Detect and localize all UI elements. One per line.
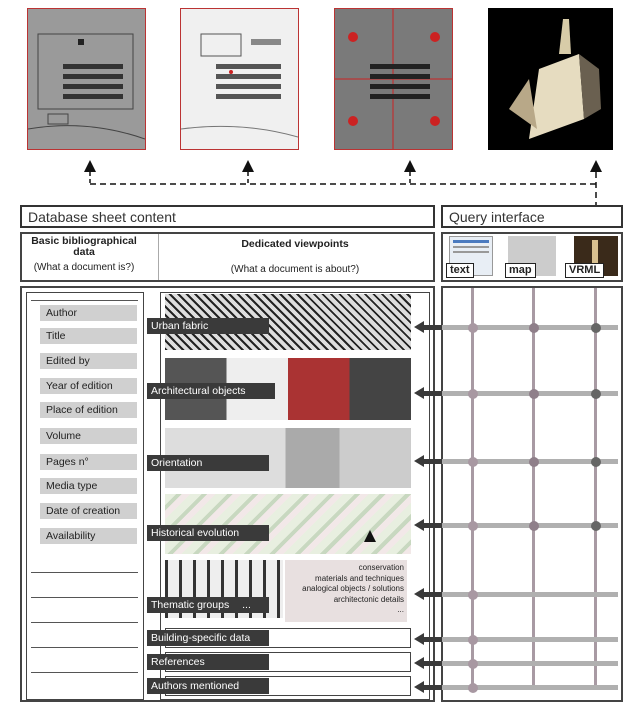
- left-arrow-icon: [414, 588, 424, 600]
- dashed-connector: [89, 172, 597, 210]
- connector-authors-mentioned: [441, 685, 618, 690]
- text-link-dot[interactable]: [468, 659, 478, 669]
- thematic-note: analogical objects / solutions: [302, 584, 404, 593]
- thematic-note: ...: [397, 605, 404, 614]
- field-availability: Availability: [40, 528, 137, 544]
- thematic-ellipsis: ...: [242, 599, 251, 611]
- left-arrow-icon: [414, 519, 424, 531]
- column-divider: [158, 234, 159, 280]
- viewpoints-subtitle: (What a document is about?): [230, 264, 360, 275]
- arrow-stem: [424, 685, 442, 690]
- map-link-dot[interactable]: [529, 389, 539, 399]
- map-query-line: [532, 288, 535, 690]
- thematic-note: materials and techniques: [315, 573, 404, 583]
- historical-evolution-image: [165, 494, 411, 554]
- viewpoint-references[interactable]: References: [147, 654, 269, 670]
- left-arrow-icon: [414, 455, 424, 467]
- left-arrow-icon: [414, 657, 424, 669]
- text-query-line: [471, 288, 474, 690]
- viewpoint-historical-evolution[interactable]: Historical evolution: [147, 525, 269, 541]
- vrml-link-dot[interactable]: [591, 389, 601, 399]
- left-arrow-icon: [414, 681, 424, 693]
- text-link-dot[interactable]: [468, 683, 478, 693]
- thematic-notes: conservation materials and techniques an…: [285, 560, 407, 622]
- field-separator: [31, 672, 138, 673]
- viewpoint-thematic-groups-label: Thematic groups: [151, 599, 230, 611]
- basic-data-subtitle: (What a document is?): [33, 262, 135, 273]
- viewpoint-orientation[interactable]: Orientation: [147, 455, 269, 471]
- up-arrow-icon: [242, 160, 254, 172]
- basic-data-title: Basic bibliographical data: [31, 235, 137, 258]
- connector-thematic-groups: [441, 592, 618, 597]
- thumbnail-plan-grey: [27, 8, 146, 150]
- arrow-stem: [424, 637, 442, 642]
- viewpoint-building-specific[interactable]: Building-specific data: [147, 630, 269, 646]
- vrml-query-line: [594, 288, 597, 690]
- text-link-dot[interactable]: [468, 521, 478, 531]
- viewpoint-architectural-objects[interactable]: Architectural objects: [147, 383, 275, 399]
- query-interface-header: Query interface: [441, 205, 623, 228]
- text-link-dot[interactable]: [468, 590, 478, 600]
- field-separator: [31, 597, 138, 598]
- vrml-link-dot[interactable]: [591, 521, 601, 531]
- field-edited-by: Edited by: [40, 353, 137, 369]
- field-media-type: Media type: [40, 478, 137, 494]
- field-author: Author: [40, 305, 137, 321]
- thematic-note: conservation: [358, 563, 404, 572]
- text-link-dot[interactable]: [468, 635, 478, 645]
- left-arrow-icon: [414, 633, 424, 645]
- viewpoint-thematic-groups[interactable]: Thematic groups ...: [147, 597, 269, 613]
- vrml-link-dot[interactable]: [591, 323, 601, 333]
- field-separator: [31, 622, 138, 623]
- connector-building-specific: [441, 637, 618, 642]
- arrow-stem: [424, 391, 442, 396]
- viewpoints-title: Dedicated viewpoints: [241, 238, 349, 250]
- up-arrow-icon: [84, 160, 96, 172]
- field-date-of-creation: Date of creation: [40, 503, 137, 519]
- basic-data-header: Basic bibliographical data (What a docum…: [24, 236, 144, 278]
- text-link-dot[interactable]: [468, 457, 478, 467]
- field-separator: [31, 572, 138, 573]
- map-link-dot[interactable]: [529, 521, 539, 531]
- thumbnail-plan-light: [180, 8, 299, 150]
- field-year-of-edition: Year of edition: [40, 378, 137, 394]
- field-place-of-edition: Place of edition: [40, 402, 137, 418]
- left-arrow-icon: [414, 321, 424, 333]
- left-arrow-icon: [414, 387, 424, 399]
- marker-icon: [364, 530, 376, 542]
- field-title: Title: [40, 328, 137, 344]
- thumbnail-plan-marked: [334, 8, 453, 150]
- field-separator: [31, 647, 138, 648]
- text-query-button[interactable]: text: [446, 263, 474, 278]
- map-link-dot[interactable]: [529, 457, 539, 467]
- field-pages: Pages n°: [40, 454, 137, 470]
- viewpoint-urban-fabric[interactable]: Urban fabric: [147, 318, 269, 334]
- map-query-button[interactable]: map: [505, 263, 536, 278]
- up-arrow-icon: [404, 160, 416, 172]
- thematic-note: architectonic details: [333, 594, 404, 604]
- thumbnail-3d-model: [488, 8, 613, 150]
- vrml-link-dot[interactable]: [591, 457, 601, 467]
- connector-references: [441, 661, 618, 666]
- vrml-query-button[interactable]: VRML: [565, 263, 605, 278]
- field-separator: [31, 300, 138, 301]
- arrow-stem: [424, 325, 442, 330]
- arrow-stem: [424, 523, 442, 528]
- arrow-stem: [424, 592, 442, 597]
- viewpoint-authors-mentioned[interactable]: Authors mentioned: [147, 678, 269, 694]
- text-link-dot[interactable]: [468, 389, 478, 399]
- column-header-frame: [20, 232, 435, 282]
- field-volume: Volume: [40, 428, 137, 444]
- map-link-dot[interactable]: [529, 323, 539, 333]
- arrow-stem: [424, 661, 442, 666]
- database-sheet-header: Database sheet content: [20, 205, 435, 228]
- viewpoints-header: Dedicated viewpoints (What a document is…: [160, 238, 430, 275]
- arrow-stem: [424, 459, 442, 464]
- text-link-dot[interactable]: [468, 323, 478, 333]
- up-arrow-icon: [590, 160, 602, 172]
